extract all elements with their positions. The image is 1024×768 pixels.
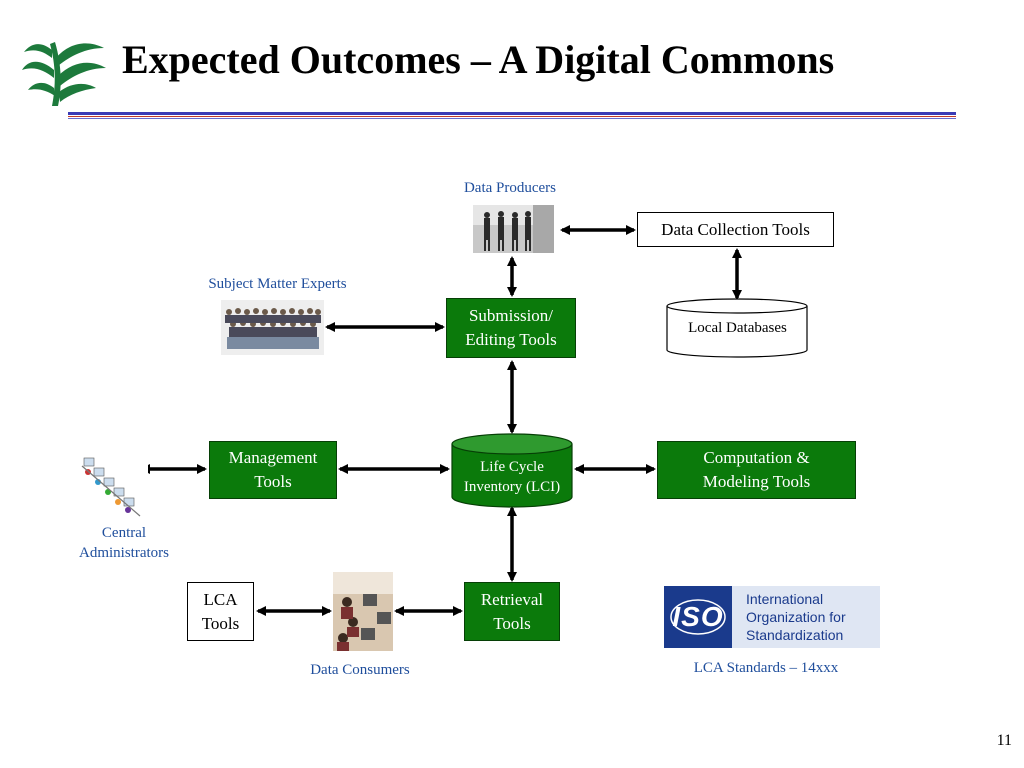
management-line1: Management — [228, 448, 318, 467]
computation-modeling-tools-box: Computation & Modeling Tools — [657, 441, 856, 499]
data-consumers-label: Data Consumers — [310, 662, 410, 678]
data-collection-tools-label: Data Collection Tools — [661, 219, 810, 239]
title-rule-blue-thin — [68, 118, 956, 119]
management-tools-box: Management Tools — [209, 441, 337, 499]
subject-matter-experts-photo — [221, 300, 324, 355]
lca-standards-label: LCA Standards – 14xxx — [693, 660, 839, 676]
retrieval-line2: Tools — [493, 613, 531, 633]
lci-cylinder — [451, 433, 573, 508]
slide-title: Expected Outcomes – A Digital Commons — [122, 37, 835, 82]
iso-mark-block: ISO — [664, 586, 732, 648]
title-rule-red — [68, 116, 956, 117]
submission-editing-tools-box: Submission/ Editing Tools — [446, 298, 576, 358]
data-producers-photo — [473, 205, 554, 253]
iso-logo: ISO International Organization for Stand… — [664, 586, 880, 648]
iso-text-line3: Standardization — [746, 627, 844, 643]
retrieval-tools-box: Retrieval Tools — [464, 582, 560, 641]
page-number: 11 — [996, 732, 1012, 749]
subject-matter-experts-label: Subject Matter Experts — [208, 276, 347, 292]
iso-mark-text: ISO — [672, 601, 724, 632]
local-databases-label: Local Databases — [688, 320, 787, 336]
computation-line2: Modeling Tools — [702, 472, 811, 491]
submission-line2: Editing Tools — [465, 330, 557, 349]
iso-text-line1: International — [746, 591, 824, 607]
retrieval-line1: Retrieval — [480, 589, 544, 609]
central-administrators-label-line1: Central — [101, 525, 147, 541]
submission-line1: Submission/ — [468, 306, 554, 325]
lci-label-line2: Inventory (LCI) — [463, 479, 561, 495]
data-consumers-photo — [333, 572, 393, 651]
computation-line1: Computation & — [703, 448, 810, 467]
data-collection-tools-box: Data Collection Tools — [637, 212, 834, 247]
central-administrators-label-line2: Administrators — [79, 545, 169, 561]
iso-globe-icon — [670, 599, 726, 635]
title-rule-blue — [68, 112, 956, 115]
data-producers-label: Data Producers — [463, 180, 557, 196]
lca-tools-box: LCA Tools — [187, 582, 254, 641]
local-databases-cylinder — [666, 298, 808, 358]
lca-line1: LCA — [203, 589, 238, 609]
lci-label-line1: Life Cycle — [480, 459, 544, 475]
fern-logo — [22, 42, 106, 106]
central-administrators-photo — [80, 452, 148, 518]
lca-line2: Tools — [201, 613, 240, 633]
management-line2: Tools — [254, 472, 292, 491]
iso-text-line2: Organization for — [746, 609, 846, 625]
